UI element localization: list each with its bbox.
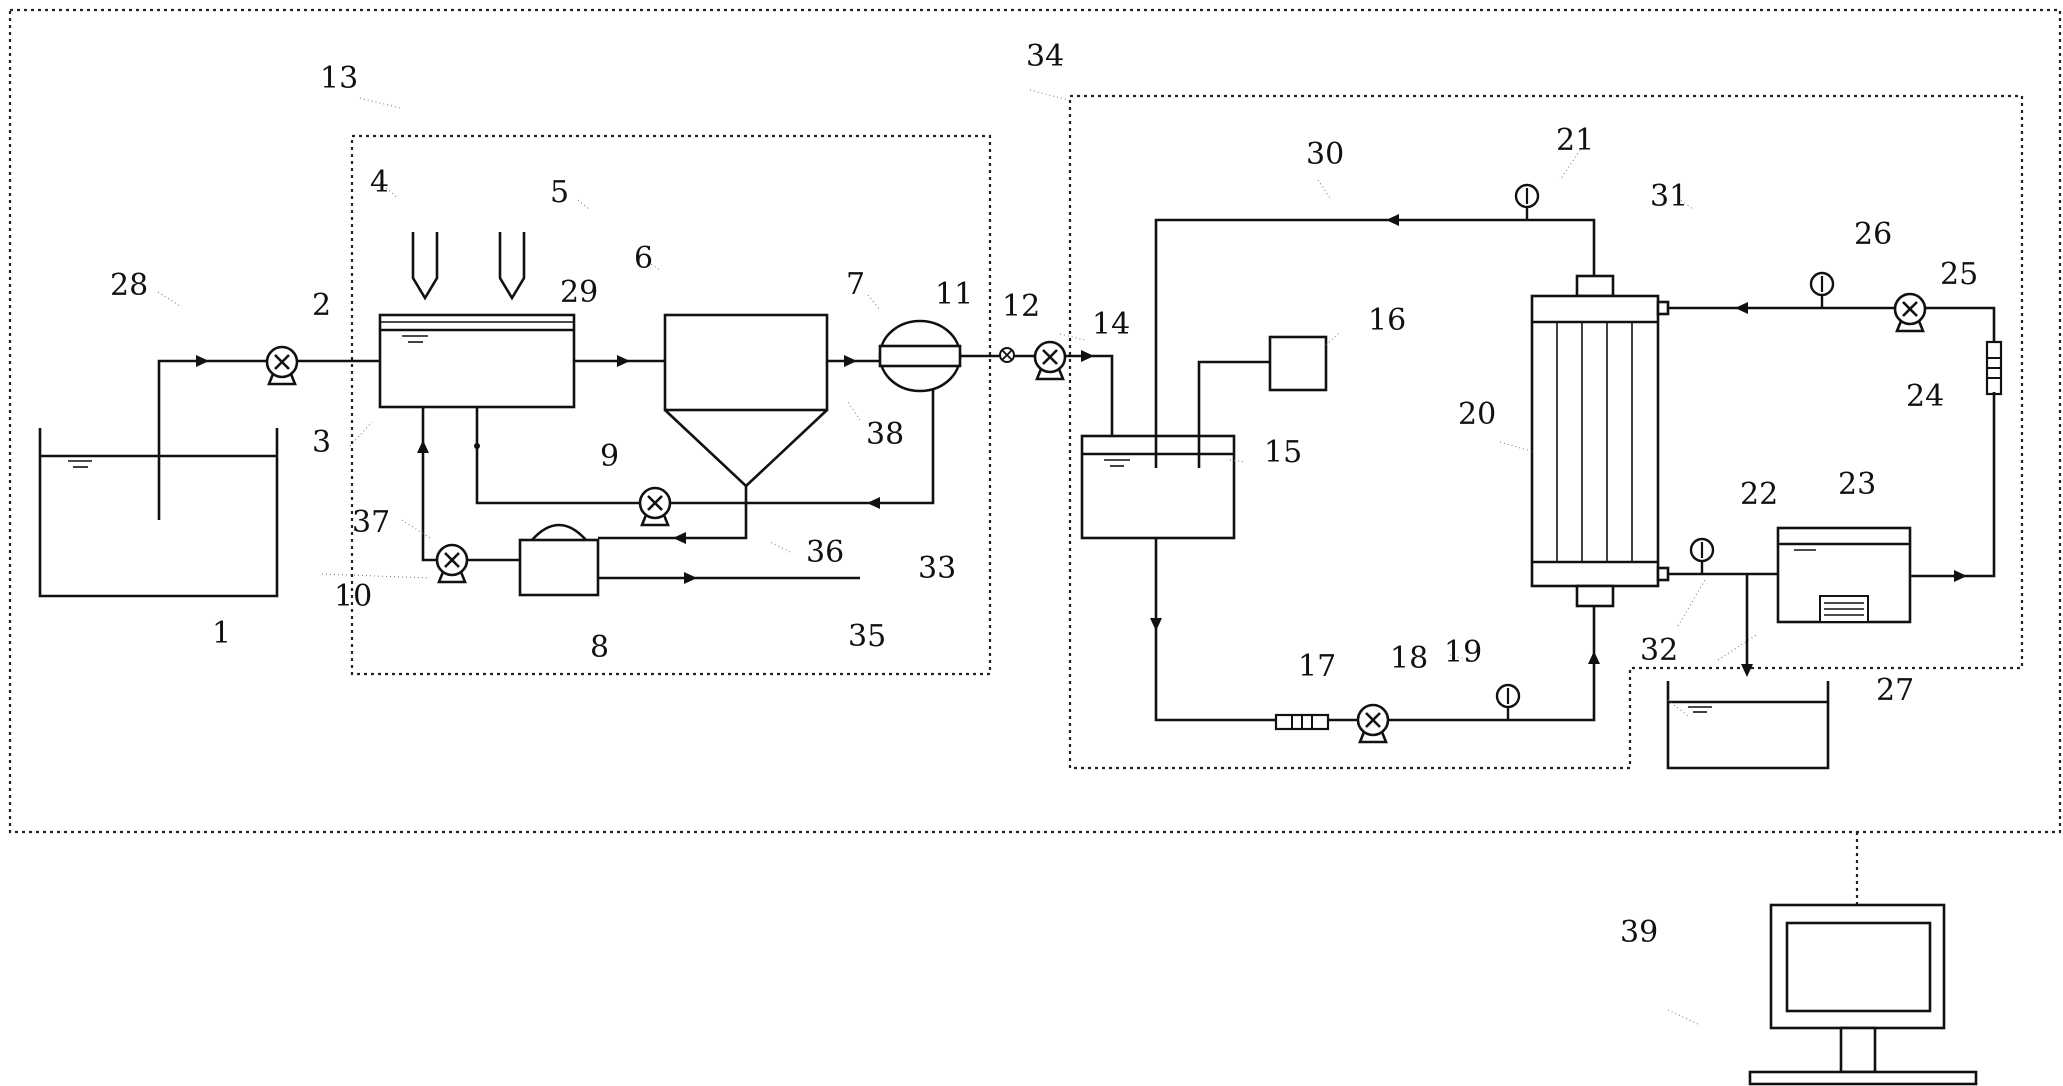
label-25: 25 [1940,257,1978,292]
pressure-gauge-19 [1495,683,1521,722]
label-13: 13 [320,61,358,96]
computer-monitor [1748,903,1978,1086]
dosing-hopper-5 [498,232,526,301]
label-11: 11 [935,277,973,312]
label-12: 12 [1002,289,1040,324]
settling-tank [663,313,829,488]
label-19: 19 [1444,635,1482,670]
product-tank-27 [1666,681,1830,770]
pressure-gauge-22 [1689,537,1715,576]
label-22: 22 [1740,477,1778,512]
label-1: 1 [212,616,231,651]
label-17: 17 [1298,649,1336,684]
label-29: 29 [560,275,598,310]
label-38: 38 [866,417,904,452]
labels: 1 2 3 4 5 6 7 8 9 10 11 12 13 14 15 16 1… [110,39,1978,950]
label-32: 32 [1640,633,1678,668]
membrane-module-20 [1530,274,1670,608]
label-24: 24 [1906,379,1944,414]
return-pipe-37 [421,407,520,562]
recycle-pump-9 [638,486,672,527]
flowmeter-17 [1274,713,1330,731]
label-8: 8 [590,630,609,665]
retentate-pipe-30 [1154,218,1596,468]
label-7: 7 [846,267,865,302]
label-2: 2 [312,288,331,323]
label-33: 33 [918,551,956,586]
inlet-pipe-28 [157,359,380,520]
sensor-16 [1268,335,1328,392]
permeate-tank-23 [1776,526,1912,624]
pressure-gauge-26 [1809,271,1835,310]
label-35: 35 [848,619,886,654]
feed-tank-15 [1080,434,1236,540]
label-20: 20 [1458,397,1496,432]
label-14: 14 [1092,307,1130,342]
label-36: 36 [806,535,844,570]
sludge-pipe-36 [598,486,748,540]
label-5: 5 [550,175,569,210]
feed-pump-18 [1356,703,1390,744]
sludge-unit-8 [518,523,600,597]
label-21: 21 [1556,123,1594,158]
label-16: 16 [1368,303,1406,338]
label-30: 30 [1306,137,1344,172]
return-pipe-9 [475,389,935,505]
membrane-unit-boundary-27 [1068,94,2024,770]
transfer-pump-12 [1033,340,1067,381]
label-27: 27 [1876,673,1914,708]
feed-pipe-19 [1154,538,1596,722]
label-31: 31 [1650,179,1688,214]
dosing-hopper-4 [411,232,439,301]
label-34: 34 [1026,39,1064,74]
pressure-gauge-21 [1514,183,1540,222]
backwash-pump-25 [1893,292,1927,333]
flowmeter-24 [1985,340,2003,396]
leader-lines [157,89,1759,1026]
label-23: 23 [1838,467,1876,502]
label-9: 9 [600,439,619,474]
label-4: 4 [370,165,389,200]
pipe-to-feed-tank [1065,354,1114,438]
label-6: 6 [634,241,653,276]
feed-pump-2 [265,345,299,386]
return-pump-10 [435,543,469,584]
label-3: 3 [312,425,331,460]
valve-11 [999,347,1015,363]
backwash-pipe-31 [1668,306,1996,346]
label-39: 39 [1620,915,1658,950]
label-28: 28 [110,268,148,303]
system-boundary-34 [8,8,2062,834]
label-37: 37 [352,505,390,540]
label-18: 18 [1390,641,1428,676]
label-10: 10 [334,579,372,614]
filter-cartridge [878,319,962,393]
label-15: 15 [1264,435,1302,470]
label-26: 26 [1854,217,1892,252]
